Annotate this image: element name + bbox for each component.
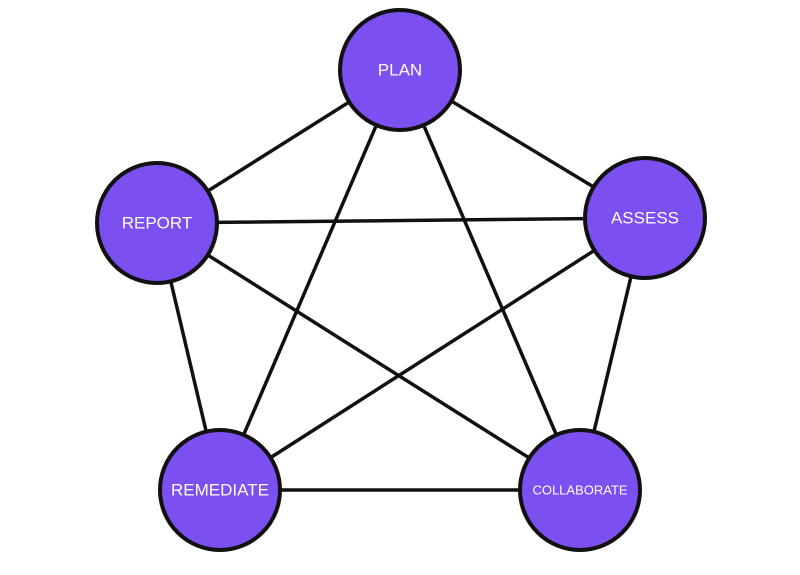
node-plan-circle bbox=[338, 8, 462, 132]
node-plan-label: PLAN bbox=[378, 61, 422, 80]
node-remediate-label: REMEDIATE bbox=[171, 481, 269, 500]
node-remediate-circle bbox=[158, 428, 282, 552]
node-collaborate: COLLABORATE bbox=[518, 428, 642, 552]
edge-assess-remediate bbox=[218, 216, 647, 492]
node-assess: ASSESS bbox=[583, 156, 707, 280]
node-report-label: REPORT bbox=[122, 214, 193, 233]
edge-assess-report bbox=[155, 216, 647, 225]
edge-plan-remediate bbox=[218, 68, 402, 492]
node-plan: PLAN bbox=[338, 8, 462, 132]
node-assess-label: ASSESS bbox=[611, 209, 679, 228]
node-remediate: REMEDIATE bbox=[158, 428, 282, 552]
node-collaborate-circle bbox=[518, 428, 642, 552]
edge-plan-collaborate bbox=[398, 68, 582, 492]
node-assess-circle bbox=[583, 156, 707, 280]
edge-report-collaborate bbox=[155, 221, 582, 492]
node-collaborate-label: COLLABORATE bbox=[532, 483, 627, 498]
node-report-circle bbox=[95, 161, 219, 285]
node-report: REPORT bbox=[95, 161, 219, 285]
edges bbox=[155, 68, 647, 492]
